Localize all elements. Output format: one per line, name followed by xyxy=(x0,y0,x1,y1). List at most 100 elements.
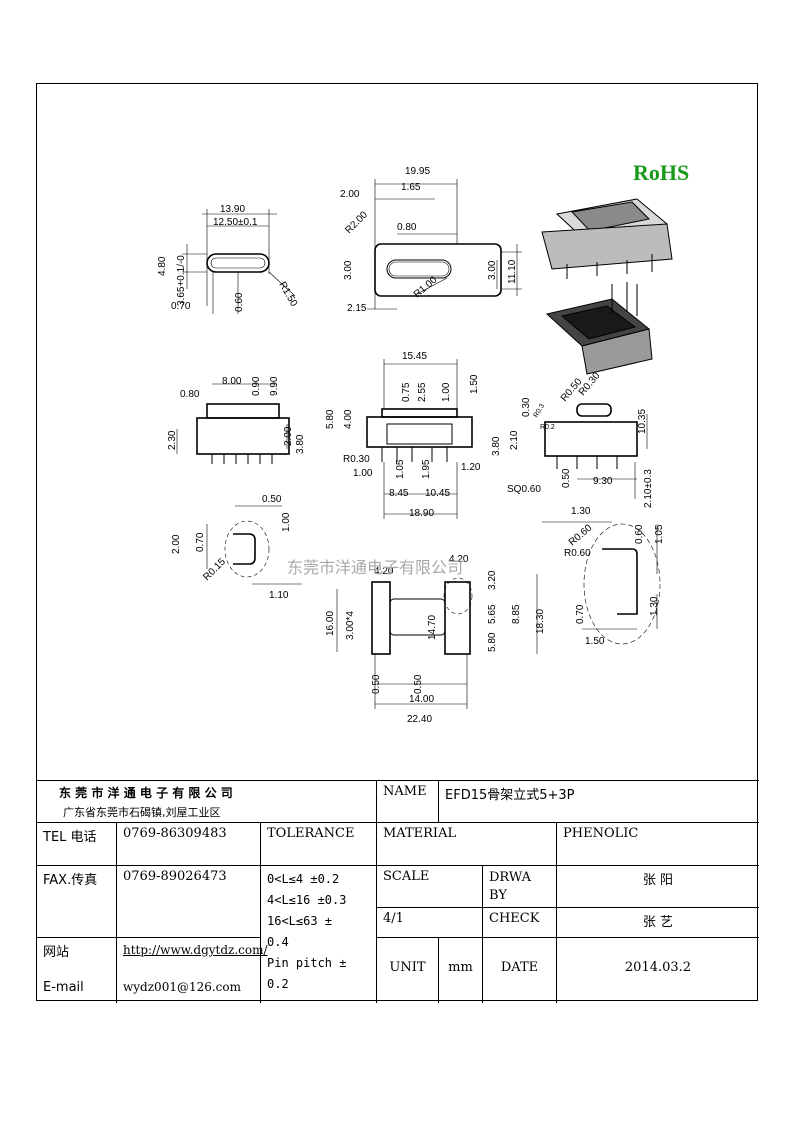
company-cell: 东 莞 市 洋 通 电 子 有 限 公 司 广东省东莞市石碣镇,刘屋工业区 xyxy=(37,781,377,823)
tolerance-line: 4<L≤16 ±0.3 xyxy=(267,893,347,907)
company-address: 广东省东莞市石碣镇,刘屋工业区 xyxy=(63,806,221,819)
dim-label: 14.70 xyxy=(427,615,438,640)
dim-label: 1.50 xyxy=(585,636,605,647)
tel-label: TEL 电话 xyxy=(37,823,117,866)
dim-label: 22.40 xyxy=(407,714,432,725)
iso-render-2 xyxy=(545,282,653,375)
dim-label: R0.15 xyxy=(201,556,228,583)
tel-value: 0769-86309483 xyxy=(117,823,261,866)
dim-label: 2.30 xyxy=(167,430,178,450)
dim-label: 0.80 xyxy=(397,222,417,233)
fax-value: 0769-89026473 xyxy=(117,866,261,938)
check-label: CHECK xyxy=(483,908,557,938)
dim-label: 0.75 xyxy=(401,382,412,402)
tolerance-line: Pin pitch ± xyxy=(267,956,347,970)
unit-label: UNIT xyxy=(377,938,439,1003)
view-mid-mid xyxy=(366,359,473,519)
dim-label: 0.30 xyxy=(521,397,532,417)
tolerance-line: 0.4 xyxy=(267,935,289,949)
email-value: wydz001@126.com xyxy=(123,980,242,994)
dim-label: 2.10 xyxy=(509,430,520,450)
view-top-mid xyxy=(367,179,522,310)
dim-label: 1.00 xyxy=(441,382,452,402)
dim-label: R0.60 xyxy=(567,522,595,548)
dim-label: 8.45 xyxy=(389,488,409,499)
tolerance-line: 0.2 xyxy=(267,977,289,991)
tolerance-label: TOLERANCE xyxy=(261,823,377,866)
dim-label: 3.80 xyxy=(295,434,306,454)
dim-label: 1.05 xyxy=(395,459,406,479)
email-label: E-mail xyxy=(43,980,84,995)
unit-value: mm xyxy=(439,938,483,1003)
dim-label: 10.45 xyxy=(425,488,450,499)
dim-label: 0.60 xyxy=(234,292,245,312)
dim-label: R0.2 xyxy=(540,424,555,431)
view-bot-mid xyxy=(336,574,538,709)
dim-label: 8.00 xyxy=(222,376,242,387)
name-label: NAME xyxy=(377,781,439,823)
material-value: PHENOLIC xyxy=(557,823,759,866)
drawn-by-label: DRWA BY xyxy=(483,866,557,908)
dim-label: 11.10 xyxy=(507,259,518,284)
dim-label: 0.50 xyxy=(371,674,382,694)
dim-label: 18.90 xyxy=(409,508,434,519)
dim-label: 8.85 xyxy=(511,604,522,624)
iso-render-1 xyxy=(541,198,673,279)
tolerance-line: 0<L≤4 ±0.2 xyxy=(267,872,340,886)
view-bot-right xyxy=(542,521,661,645)
dim-label: 1.05 xyxy=(654,524,665,544)
scale-value: 4/1 xyxy=(377,908,483,938)
watermark: 东莞市洋通电子有限公司 xyxy=(287,558,464,577)
dim-label: 15.45 xyxy=(402,351,427,362)
drawing-sheet: 13.90 12.50±0.1 4.80 3.65+0.1/-0 0.70 0.… xyxy=(36,83,759,1003)
technical-drawing-area: 13.90 12.50±0.1 4.80 3.65+0.1/-0 0.70 0.… xyxy=(37,84,759,780)
dim-label: 1.20 xyxy=(461,462,481,473)
dim-label: 16.00 xyxy=(325,611,336,636)
dim-label: 2.00 xyxy=(340,189,360,200)
view-mid-left xyxy=(176,383,290,464)
dim-label: 10.35 xyxy=(637,409,648,434)
view-mid-right xyxy=(544,403,648,499)
drawing-canvas: 13.90 12.50±0.1 4.80 3.65+0.1/-0 0.70 0.… xyxy=(157,166,673,725)
web-label: 网站 xyxy=(43,945,70,960)
dim-label: 2.55 xyxy=(417,382,428,402)
dim-label: 0.50 xyxy=(413,674,424,694)
dim-label: 12.50±0.1 xyxy=(213,217,258,228)
dim-label: 1.50 xyxy=(469,374,480,394)
web-email-labels: 网站 E-mail xyxy=(37,938,117,1003)
dim-label: 19.95 xyxy=(405,166,430,177)
dim-label: 2.10±0.3 xyxy=(643,469,654,508)
title-block: 东 莞 市 洋 通 电 子 有 限 公 司 广东省东莞市石碣镇,刘屋工业区 NA… xyxy=(37,780,759,1003)
fax-label: FAX.传真 xyxy=(37,866,117,938)
dim-label: 4.20 xyxy=(374,566,394,577)
view-bot-left xyxy=(206,505,302,585)
website-link[interactable]: http://www.dgytdz.com/ xyxy=(123,943,268,957)
dim-label: 1.00 xyxy=(353,468,373,479)
company-name: 东 莞 市 洋 通 电 子 有 限 公 司 xyxy=(59,786,233,800)
material-label: MATERIAL xyxy=(377,823,557,866)
dim-label: 4.00 xyxy=(343,409,354,429)
dim-label: 2.15 xyxy=(347,303,367,314)
dim-label: 0.50 xyxy=(561,468,572,488)
dim-label: 2.00 xyxy=(171,534,182,554)
dim-label: 3.65+0.1/-0 xyxy=(176,255,187,306)
dim-label: 1.65 xyxy=(401,182,421,193)
dim-label: R0.3 xyxy=(533,403,547,419)
dim-label: R2.00 xyxy=(343,209,370,236)
check-value: 张 艺 xyxy=(557,908,759,938)
name-value: EFD15骨架立式5+3P xyxy=(439,781,759,823)
dim-label: 3.00 xyxy=(343,260,354,280)
dim-label: 13.90 xyxy=(220,204,245,215)
dim-label: 3.00 xyxy=(487,260,498,280)
web-email-values: http://www.dgytdz.com/ wydz001@126.com xyxy=(117,938,268,1003)
dim-label: 5.80 xyxy=(487,632,498,652)
dim-label: R0.30 xyxy=(343,454,370,465)
view-top-left xyxy=(182,209,296,314)
dim-label: 0.80 xyxy=(180,389,200,400)
dim-label: R1.50 xyxy=(276,280,299,309)
dim-label: 0.50 xyxy=(262,494,282,505)
dim-label: 1.00 xyxy=(281,512,292,532)
dim-label: 9.30 xyxy=(593,476,613,487)
dim-label: R0.60 xyxy=(564,548,591,559)
dim-label: 0.70 xyxy=(171,301,191,312)
